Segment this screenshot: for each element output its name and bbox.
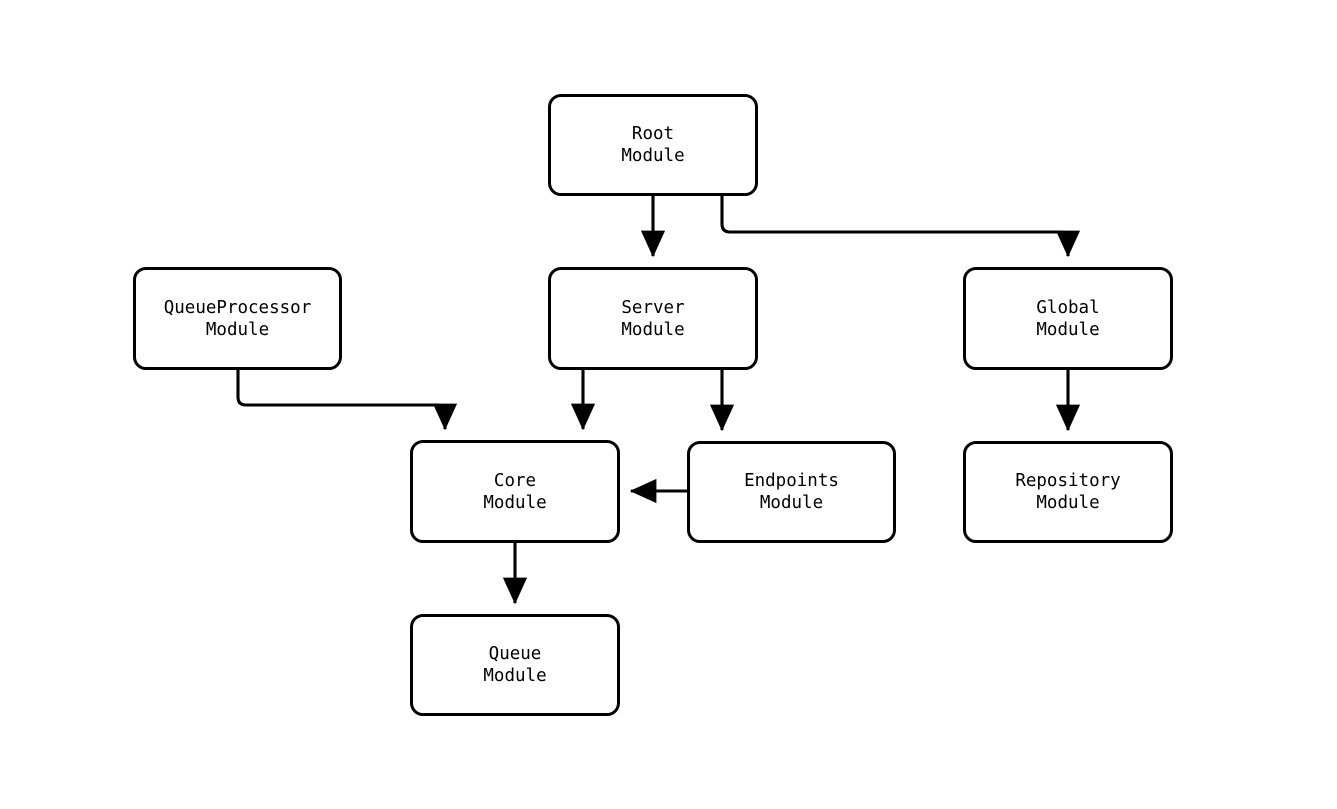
node-queueprocessor-module-line1: QueueProcessor (163, 297, 312, 318)
edge-root-to-global (720, 196, 1081, 258)
node-root-module-line2: Module (621, 146, 685, 166)
node-global-module-line1: Global (1036, 297, 1100, 318)
node-endpoints-module-line1: Endpoints (744, 471, 839, 491)
node-core-module-line2: Module (483, 492, 547, 513)
edge-queueprocessor-to-core (236, 370, 458, 431)
node-repository-module-line1: Repository (1015, 471, 1121, 491)
node-queue-module-line2: Module (483, 666, 547, 686)
node-queueprocessor-module-line2: Module (205, 319, 270, 340)
node-server-module-line1: Server (621, 297, 685, 318)
node-endpoints-module[interactable]: Endpoints Module (687, 441, 896, 543)
node-queueprocessor-module[interactable]: QueueProcessor Module (133, 267, 342, 370)
node-server-module-line2: Module (621, 319, 685, 340)
node-repository-module[interactable]: Repository Module (963, 441, 1173, 543)
node-core-module-line1: Core (493, 470, 537, 491)
node-global-module-line2: Module (1036, 319, 1100, 340)
node-endpoints-module-line2: Module (759, 493, 824, 513)
node-server-module[interactable]: Server Module (548, 267, 758, 370)
node-core-module[interactable]: Core Module (410, 440, 620, 543)
node-root-module-line1: Root (631, 124, 675, 144)
node-queue-module-line1: Queue (488, 644, 542, 664)
node-global-module[interactable]: Global Module (963, 267, 1173, 370)
node-root-module[interactable]: Root Module (548, 94, 758, 196)
node-repository-module-line2: Module (1036, 493, 1100, 513)
node-queue-module[interactable]: Queue Module (410, 614, 620, 716)
